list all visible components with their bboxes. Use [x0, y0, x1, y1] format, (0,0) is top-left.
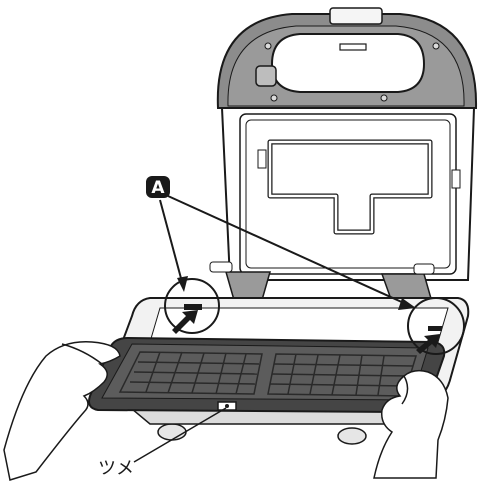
lid	[218, 8, 476, 280]
hinge-pin-right	[414, 264, 434, 274]
hinge-left	[226, 272, 270, 300]
callout-a-letter: A	[151, 178, 165, 198]
indicator-lamp	[256, 66, 276, 86]
foot-right	[338, 428, 366, 444]
lid-screw-bottom-left	[271, 95, 277, 101]
lid-clip-right	[452, 170, 460, 188]
lid-clip-left	[258, 150, 266, 168]
handle-slot	[340, 44, 366, 50]
lid-handle	[272, 34, 424, 92]
latch-right	[428, 326, 442, 331]
latch-left	[184, 304, 202, 310]
hinge-pin-left	[210, 262, 232, 272]
lid-screw-left	[265, 43, 271, 49]
tab-label-text: ツメ	[98, 458, 134, 479]
lid-screw-bottom-right	[381, 95, 387, 101]
foot-left	[158, 424, 186, 440]
leader-arrowhead-left	[177, 276, 188, 292]
lid-latch	[330, 8, 382, 24]
leader-line-left	[160, 200, 182, 282]
lid-screw-right	[433, 43, 439, 49]
